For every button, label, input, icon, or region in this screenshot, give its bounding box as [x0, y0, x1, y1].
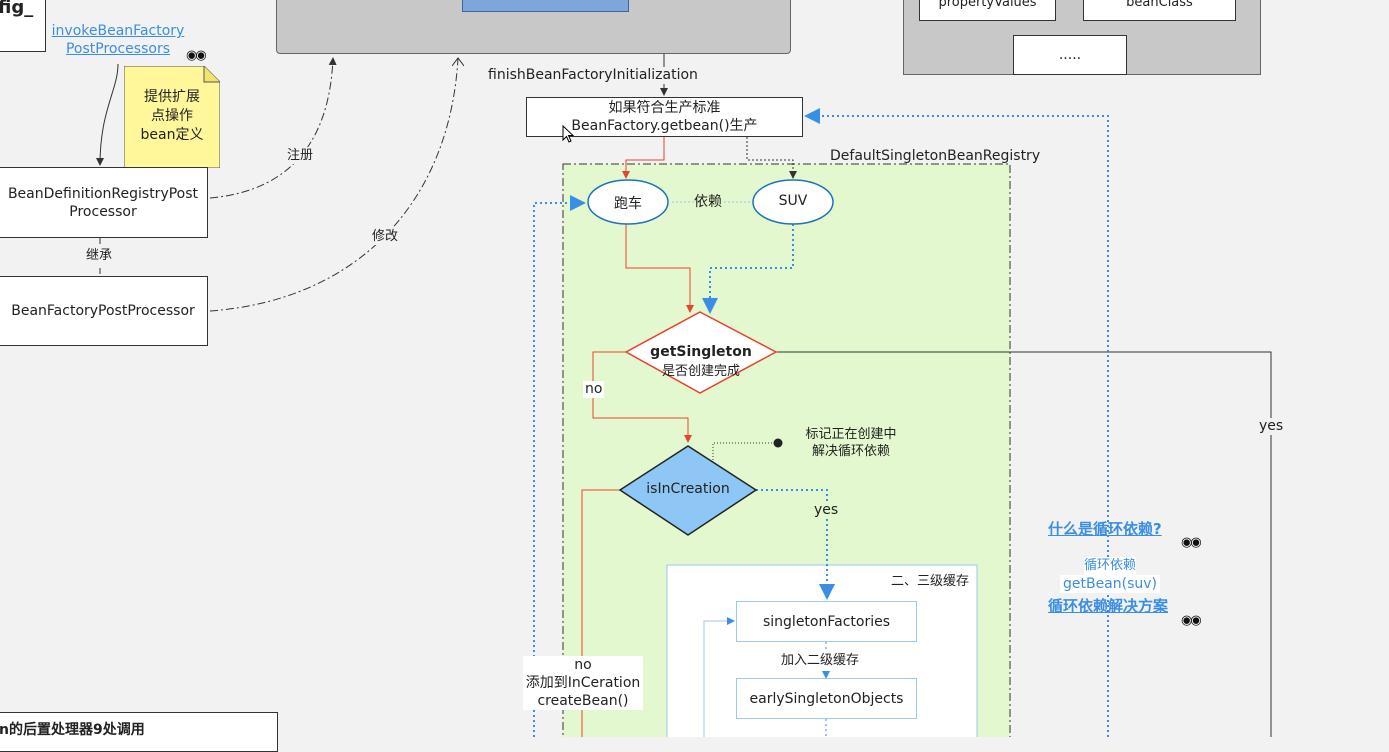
top-left-fragment-text: fig_: [0, 0, 34, 18]
bean-class-text: beanClass: [1126, 0, 1193, 10]
depends-label: 依赖: [694, 194, 722, 211]
circular-line2: getBean(suv): [1060, 575, 1160, 593]
suv-ellipse: [752, 179, 834, 225]
circular-note: 循环依赖 getBean(suv): [1060, 556, 1160, 593]
suv-label[interactable]: SUV: [778, 193, 808, 209]
sportscar-ellipse: [587, 179, 669, 225]
is-in-creation-text[interactable]: isInCreation: [646, 481, 730, 497]
early-singleton-objects-text: earlySingletonObjects: [749, 690, 904, 707]
create-bean-label: no 添加到InCeration createBean(): [523, 656, 643, 710]
glasses-icon[interactable]: ◉◉: [186, 48, 207, 63]
creation-marker-note: 标记正在创建中 解决循环依赖: [796, 426, 906, 460]
marker-line1: 标记正在创建中: [805, 427, 897, 442]
property-values-box: propertyValues: [919, 0, 1056, 21]
marker-line2: 解决循环依赖: [811, 444, 890, 459]
circular-solution-link[interactable]: 循环依赖解决方案: [1048, 597, 1169, 615]
bottom-left-fragment-text: n的后置处理器9处调用: [0, 722, 145, 738]
invoke-link-line2[interactable]: PostProcessors: [65, 41, 170, 57]
note-line2: 点操作: [151, 108, 193, 124]
note-line3: bean定义: [140, 127, 204, 143]
mouse-cursor-icon: [562, 124, 575, 147]
create-line1: no: [574, 657, 592, 673]
early-singleton-objects-box[interactable]: earlySingletonObjects: [736, 678, 917, 719]
get-singleton-diamond: [624, 311, 778, 394]
edge-register-label: 注册: [287, 147, 314, 164]
invoke-bean-factory-link[interactable]: invokeBeanFactory PostProcessors: [48, 22, 188, 58]
getbean-box[interactable]: 如果符合生产标准 BeanFactory.getbean()生产: [526, 97, 803, 137]
is-in-creation-diamond: [618, 445, 758, 536]
singleton-factories-box[interactable]: singletonFactories: [736, 601, 917, 642]
registry-post-processor-line1: BeanDefinitionRegistryPost: [7, 185, 199, 202]
property-values-text: propertyValues: [938, 0, 1037, 10]
extension-note: 提供扩展 点操作 bean定义: [124, 66, 220, 168]
cache-container-label: 二、三级缓存: [891, 574, 970, 589]
factory-post-processor-box[interactable]: BeanFactoryPostProcessor: [0, 276, 208, 346]
registry-post-processor-box[interactable]: BeanDefinitionRegistryPost Processor: [0, 167, 208, 238]
getbean-line1: 如果符合生产标准: [608, 100, 721, 116]
circular-line1: 循环依赖: [1083, 557, 1136, 575]
singleton-factories-text: singletonFactories: [762, 613, 891, 630]
note-shape: [124, 66, 220, 168]
factory-post-processor-text: BeanFactoryPostProcessor: [11, 303, 195, 319]
edge-yes-right-label: yes: [1259, 418, 1284, 435]
top-gray-panel: [276, 0, 791, 54]
get-singleton-sub: 是否创建完成: [661, 364, 740, 379]
top-left-fragment-box: fig_: [0, 0, 46, 52]
note-line1: 提供扩展: [144, 89, 200, 105]
edge-no-label: no: [583, 381, 605, 398]
glasses-icon-solution[interactable]: ◉◉: [1181, 613, 1202, 628]
finish-init-label: finishBeanFactoryInitialization: [488, 67, 698, 84]
glasses-icon-circular[interactable]: ◉◉: [1181, 535, 1202, 550]
bean-class-box: beanClass: [1083, 0, 1236, 21]
edge-modify-label: 修改: [372, 228, 399, 245]
sportscar-label[interactable]: 跑车: [614, 196, 642, 212]
registry-container-label: DefaultSingletonBeanRegistry: [830, 148, 1041, 164]
create-line2: 添加到InCeration: [525, 675, 641, 691]
create-line3: createBean(): [537, 693, 629, 709]
get-singleton-title: getSingleton: [650, 344, 752, 360]
ellipsis-text: .....: [1058, 47, 1082, 63]
get-singleton-text[interactable]: getSingleton 是否创建完成: [626, 343, 776, 381]
edge-yes-dotted-label: yes: [814, 502, 839, 519]
add-second-cache-label: 加入二级缓存: [781, 652, 860, 669]
edge-inherit-label: 继承: [86, 247, 113, 264]
registry-post-processor-line2: Processor: [69, 203, 137, 220]
invoke-link-line1[interactable]: invokeBeanFactory: [51, 23, 185, 39]
what-is-circular-link[interactable]: 什么是循环依赖?: [1048, 520, 1162, 538]
getbean-line2: BeanFactory.getbean()生产: [571, 118, 758, 134]
top-blue-box: [462, 0, 629, 12]
bottom-left-fragment-box: n的后置处理器9处调用: [0, 712, 278, 752]
ellipsis-box: .....: [1013, 35, 1127, 75]
